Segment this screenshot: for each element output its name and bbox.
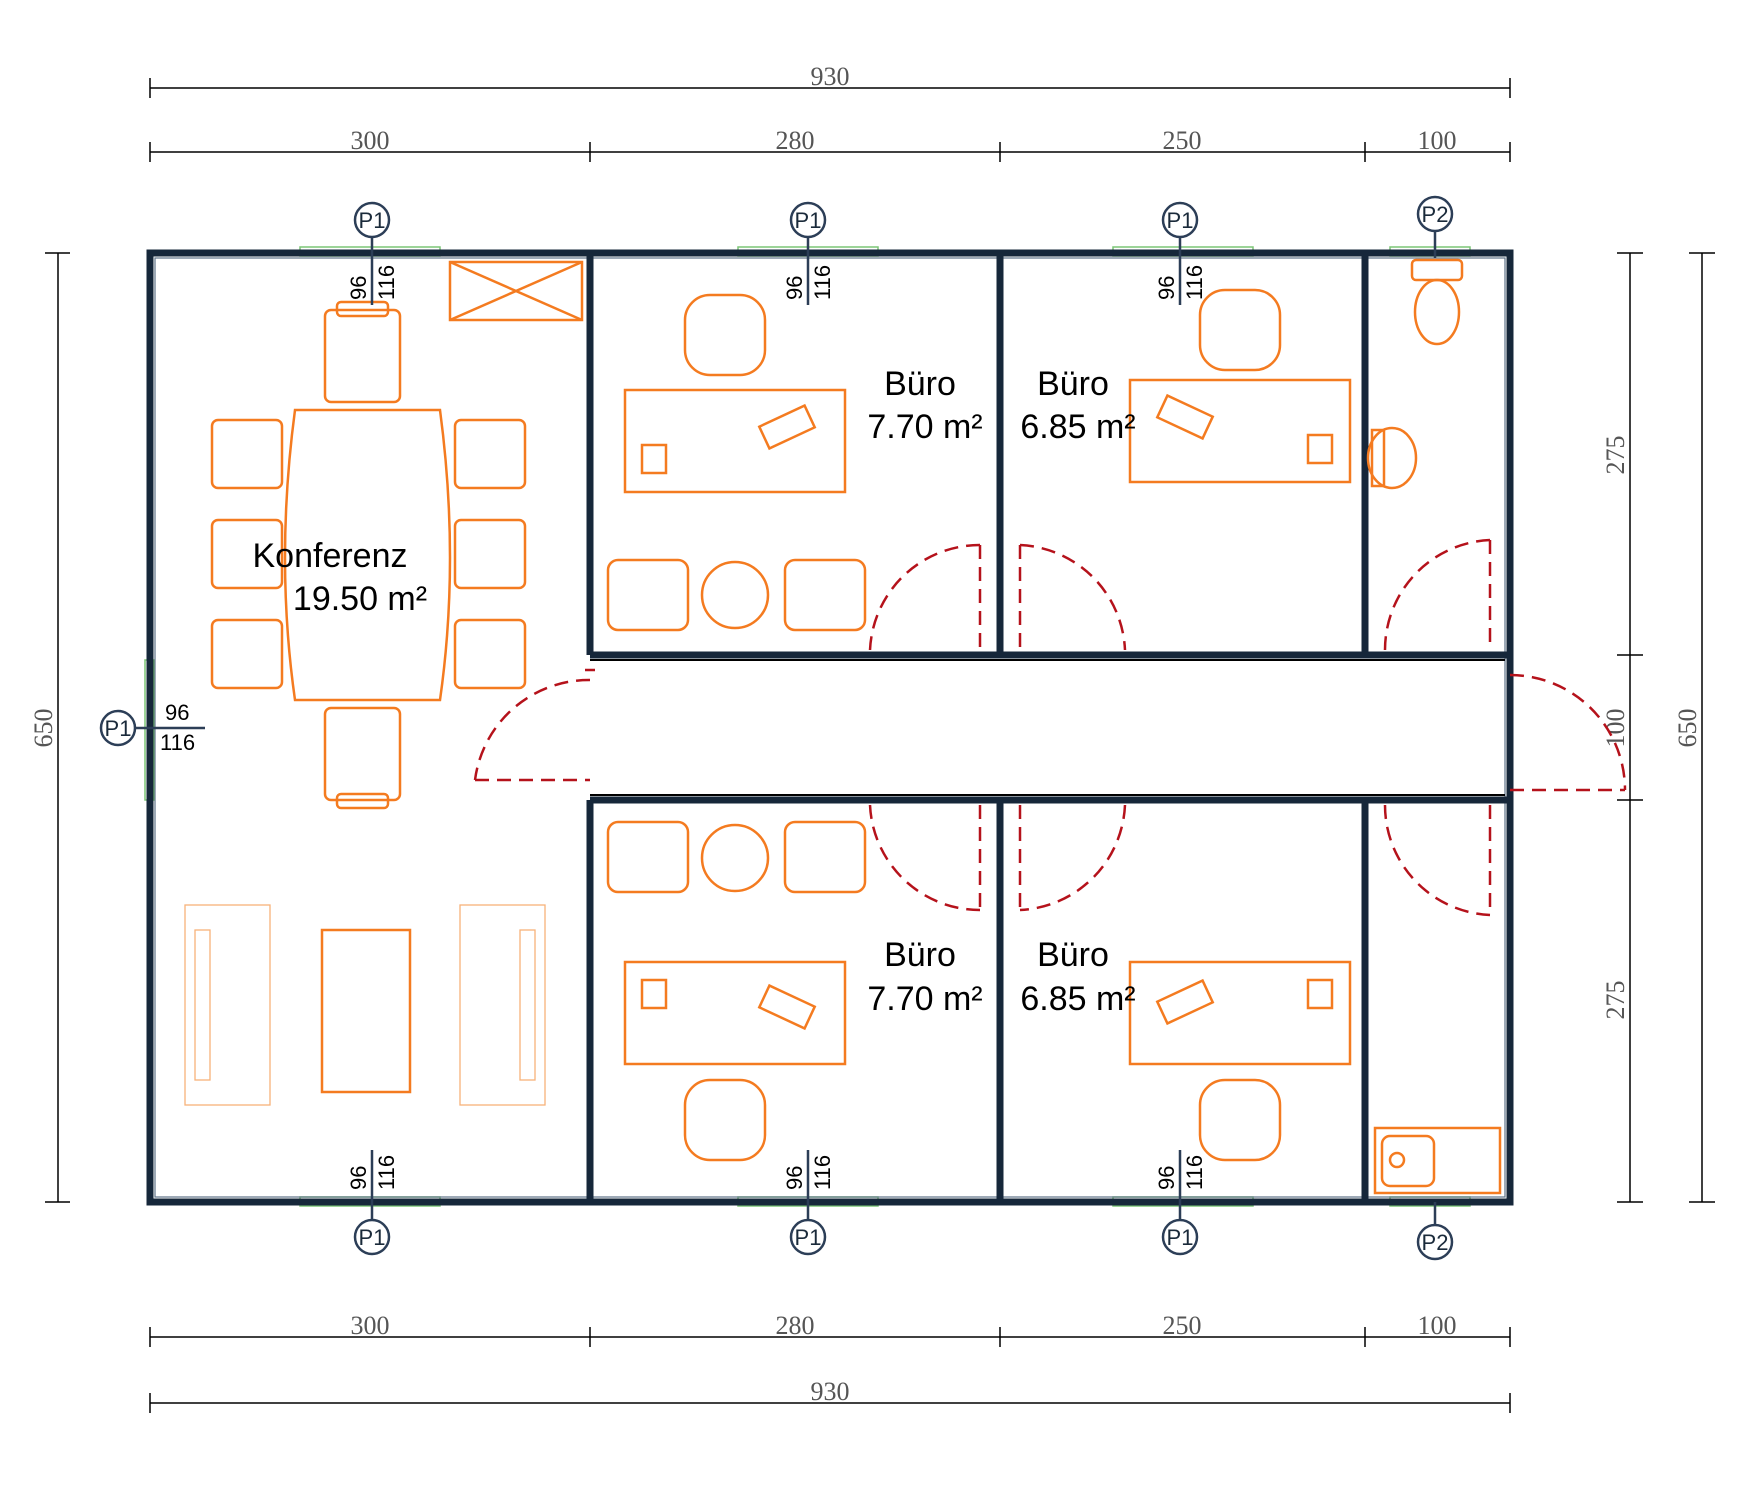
svg-text:96: 96 — [346, 1166, 371, 1190]
dim-top-seg-3: 250 — [1163, 126, 1202, 155]
room-name-office-top-1: Büro — [884, 365, 956, 403]
office-chair — [1198, 288, 1282, 372]
svg-text:116: 116 — [374, 265, 399, 300]
office-chair — [683, 293, 767, 377]
office-chair — [1198, 1078, 1282, 1162]
conference-table — [283, 408, 452, 702]
desk — [1128, 378, 1352, 484]
svg-text:P1: P1 — [359, 1225, 386, 1250]
svg-text:P2: P2 — [1422, 1230, 1449, 1255]
room-name-conference: Konferenz — [253, 537, 408, 575]
room-area-office-bottom-2: 6.85 m² — [1020, 980, 1135, 1018]
chair — [453, 618, 527, 690]
svg-text:116: 116 — [374, 1155, 399, 1190]
plant — [700, 560, 770, 630]
walls — [146, 249, 1514, 1206]
svg-text:96: 96 — [1154, 276, 1179, 300]
svg-text:116: 116 — [810, 265, 835, 300]
svg-text:116: 116 — [1182, 265, 1207, 300]
dim-right-seg-3: 275 — [1601, 981, 1630, 1020]
room-name-office-bottom-2: Büro — [1037, 936, 1109, 974]
dimension-lines: 930 300 280 250 100 300 280 250 100 930 … — [29, 62, 1715, 1413]
armchair — [783, 820, 867, 894]
window-tag — [1161, 1218, 1199, 1256]
svg-text:P1: P1 — [359, 208, 386, 233]
svg-text:116: 116 — [810, 1155, 835, 1190]
chair — [210, 518, 284, 590]
svg-text:116: 116 — [1182, 1155, 1207, 1190]
dim-bottom-total: 930 — [811, 1377, 850, 1406]
window-tag — [789, 1218, 827, 1256]
room-area-office-top-2: 6.85 m² — [1020, 408, 1135, 446]
doors — [473, 538, 1627, 917]
dim-bottom-seg-2: 280 — [776, 1311, 815, 1340]
room-name-office-bottom-1: Büro — [884, 936, 956, 974]
svg-text:P2: P2 — [1422, 202, 1449, 227]
toilet-tank — [1410, 258, 1464, 282]
dim-right-total: 650 — [1673, 709, 1702, 748]
svg-text:116: 116 — [160, 730, 195, 755]
window-tag — [353, 1218, 391, 1256]
window-tag — [789, 201, 827, 239]
chair — [323, 706, 402, 802]
dim-top-total: 930 — [811, 62, 850, 91]
room-labels: Konferenz 19.50 m² Büro 7.70 m² Büro 6.8… — [253, 365, 1136, 1018]
conference-furniture — [184, 260, 584, 1106]
armchair — [783, 558, 867, 632]
desk — [623, 388, 847, 494]
chair — [323, 308, 402, 404]
armchair — [606, 558, 690, 632]
svg-text:P1: P1 — [105, 716, 132, 741]
dim-top-seg-4: 100 — [1418, 126, 1457, 155]
room-area-office-bottom-1: 7.70 m² — [867, 980, 982, 1018]
svg-text:96: 96 — [782, 1166, 807, 1190]
dim-bottom-seg-3: 250 — [1163, 1311, 1202, 1340]
armchair — [606, 820, 690, 894]
office-furniture — [606, 288, 1352, 1162]
sofa — [459, 904, 546, 1106]
office-chair — [683, 1078, 767, 1162]
svg-text:P1: P1 — [795, 1225, 822, 1250]
desk — [623, 960, 847, 1066]
cabinet — [448, 260, 584, 322]
dim-top-seg-1: 300 — [351, 126, 390, 155]
dim-bottom-seg-1: 300 — [351, 1311, 390, 1340]
dim-right-seg-1: 275 — [1601, 436, 1630, 475]
window-tag — [99, 709, 137, 747]
chair — [453, 418, 527, 490]
svg-text:P1: P1 — [1167, 1225, 1194, 1250]
svg-text:96: 96 — [165, 700, 189, 725]
plant — [700, 823, 770, 893]
chair — [210, 618, 284, 690]
svg-text:96: 96 — [346, 276, 371, 300]
dim-bottom-seg-4: 100 — [1418, 1311, 1457, 1340]
room-area-conference: 19.50 m² — [293, 580, 427, 618]
window-tag — [1416, 1223, 1454, 1261]
window-tag — [353, 201, 391, 239]
dim-left-total: 650 — [29, 709, 58, 748]
chair — [453, 518, 527, 590]
sofa — [184, 904, 271, 1106]
coffee-table — [320, 928, 412, 1094]
window-tag — [1161, 201, 1199, 239]
room-area-office-top-1: 7.70 m² — [867, 408, 982, 446]
svg-text:96: 96 — [782, 276, 807, 300]
svg-text:P1: P1 — [795, 208, 822, 233]
room-name-office-top-2: Büro — [1037, 365, 1109, 403]
chair — [210, 418, 284, 490]
dim-right-seg-2: 100 — [1601, 709, 1630, 748]
desk — [1128, 960, 1352, 1066]
window-tag — [1416, 195, 1454, 233]
dim-top-seg-2: 280 — [776, 126, 815, 155]
wash-basin — [1366, 426, 1418, 490]
kitchen-sink — [1373, 1126, 1502, 1195]
window-tags: P1 96 116 P1 96 116 P1 96 116 P2 P1 96 1… — [99, 195, 1454, 1261]
toilet-bowl — [1413, 278, 1461, 346]
svg-text:96: 96 — [1154, 1166, 1179, 1190]
sanitary-fixtures — [1366, 258, 1502, 1195]
svg-text:P1: P1 — [1167, 208, 1194, 233]
